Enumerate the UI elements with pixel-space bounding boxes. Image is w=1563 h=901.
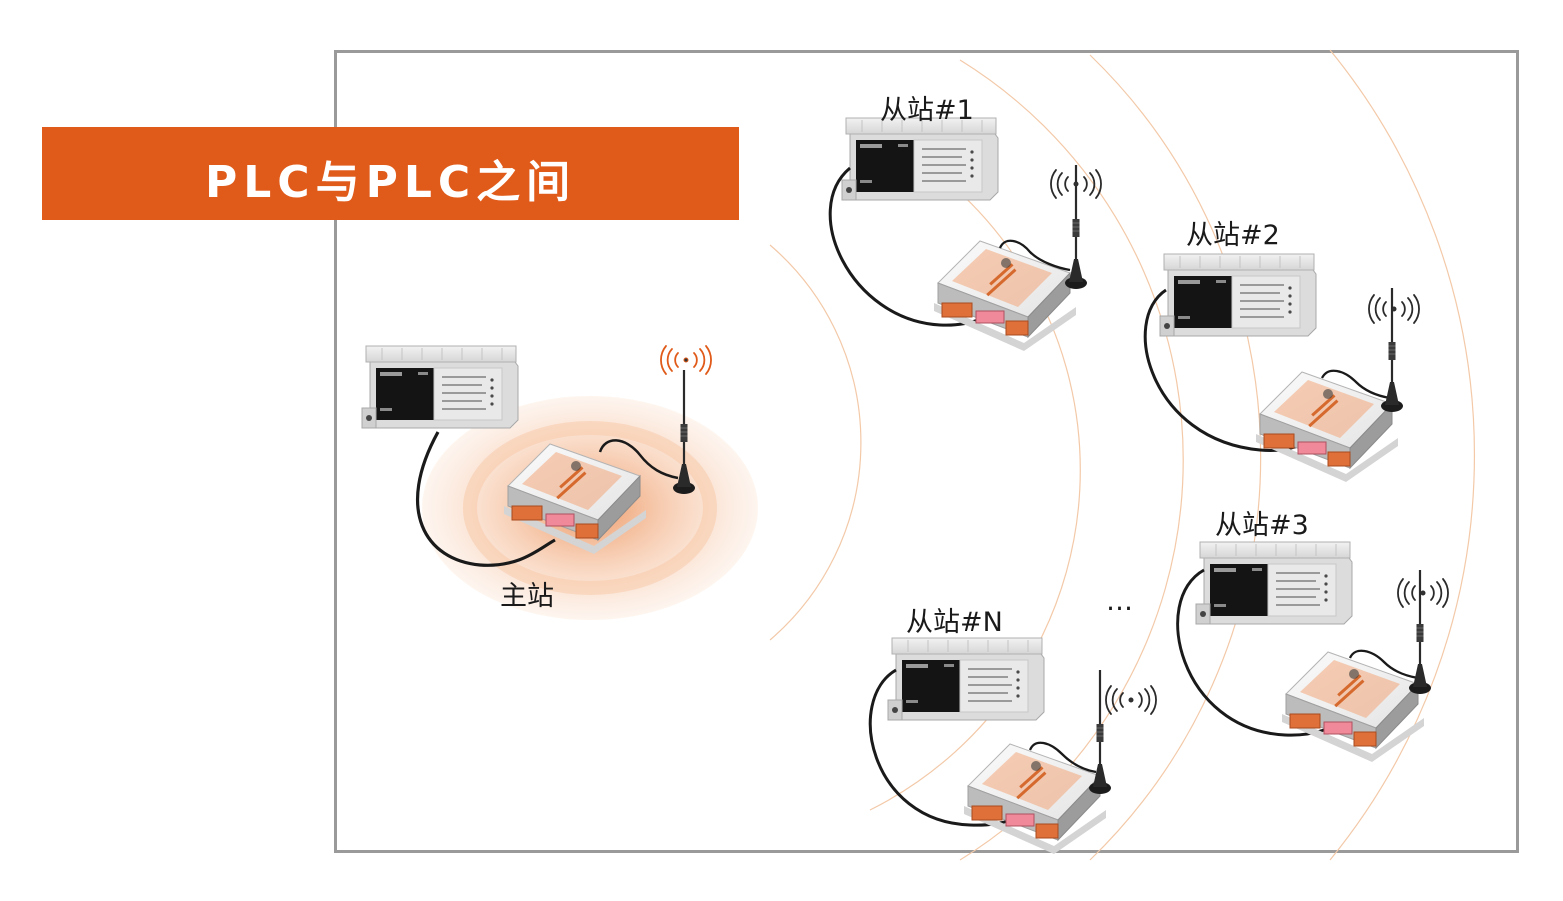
- plc-icon: [1195, 541, 1353, 625]
- wireless-module-icon: [1255, 371, 1399, 483]
- plc-icon: [841, 117, 999, 201]
- wireless-module-icon: [1281, 651, 1425, 763]
- slave-station-3: [1176, 541, 1449, 763]
- slave-station-n: [868, 637, 1157, 855]
- slave-label-1: 从站#1: [880, 95, 974, 126]
- signal-waves-icon: [660, 345, 712, 375]
- slave-label-3: 从站#3: [1215, 510, 1309, 541]
- slave-station-2: [1143, 253, 1420, 483]
- master-label: 主站: [500, 581, 554, 612]
- master-station: [361, 345, 712, 567]
- signal-waves-icon: [1105, 685, 1157, 715]
- title-banner: [42, 127, 739, 220]
- plc-icon: [361, 345, 519, 429]
- plc-icon: [887, 637, 1045, 721]
- slave-label-n: 从站#N: [906, 607, 1003, 638]
- page-title: PLC与PLC之间: [205, 157, 577, 208]
- diagram-frame: [334, 50, 1519, 853]
- propagation-arcs: [769, 49, 1476, 861]
- signal-waves-icon: [1368, 294, 1420, 324]
- signal-waves-icon: [1397, 578, 1449, 608]
- wireless-module-icon: [963, 743, 1107, 855]
- plc-icon: [1159, 253, 1317, 337]
- slave-station-1: [828, 117, 1102, 352]
- ellipsis-label: …: [1106, 586, 1133, 617]
- slave-label-2: 从站#2: [1186, 220, 1280, 251]
